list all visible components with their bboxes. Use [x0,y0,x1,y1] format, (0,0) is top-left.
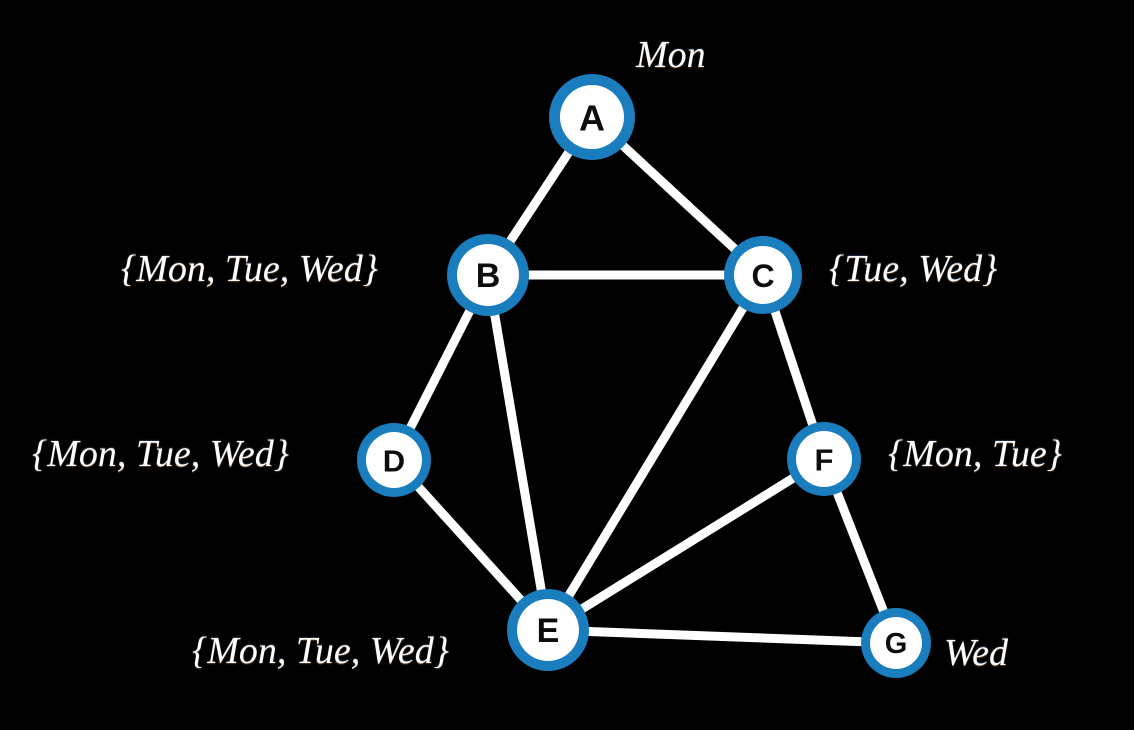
domain-label-f: {Mon, Tue} [888,433,1062,475]
node-label-a: A [579,98,605,139]
node-fill-f [796,431,852,487]
graph-node-c[interactable]: C [724,236,802,314]
graph-edge-e-f [543,454,829,635]
node-label-g: G [885,628,908,660]
graph-edge-b-e [483,270,553,635]
graph-node-f[interactable]: F [787,422,861,496]
node-fill-g [870,617,922,669]
domain-label-g: Wed [944,632,1009,674]
domain-label-b: {Mon, Tue, Wed} [121,248,378,290]
graph-node-e[interactable]: E [507,589,589,671]
graph-edge-c-e [543,270,768,635]
nodes-group: A B C D E F G [357,74,931,678]
domain-label-e: {Mon, Tue, Wed} [192,630,449,672]
graph-node-a[interactable]: A [549,74,635,160]
node-fill-c [734,246,792,304]
domain-label-a: Mon [636,34,706,76]
graph-edge-e-g [543,625,901,648]
node-fill-a [560,85,624,149]
node-label-c: C [751,258,774,294]
node-fill-d [366,432,422,488]
edges-group [389,112,901,648]
graph-node-d[interactable]: D [357,423,431,497]
domain-label-c: {Tue, Wed} [829,248,998,290]
graph-node-b[interactable]: B [447,234,529,316]
node-label-b: B [476,257,501,295]
node-label-f: F [815,443,834,478]
node-label-d: D [383,444,405,479]
node-fill-b [457,244,519,306]
domain-label-d: {Mon, Tue, Wed} [32,433,289,475]
node-fill-e [517,599,579,661]
node-label-e: E [537,612,560,650]
graph-node-g[interactable]: G [861,608,931,678]
